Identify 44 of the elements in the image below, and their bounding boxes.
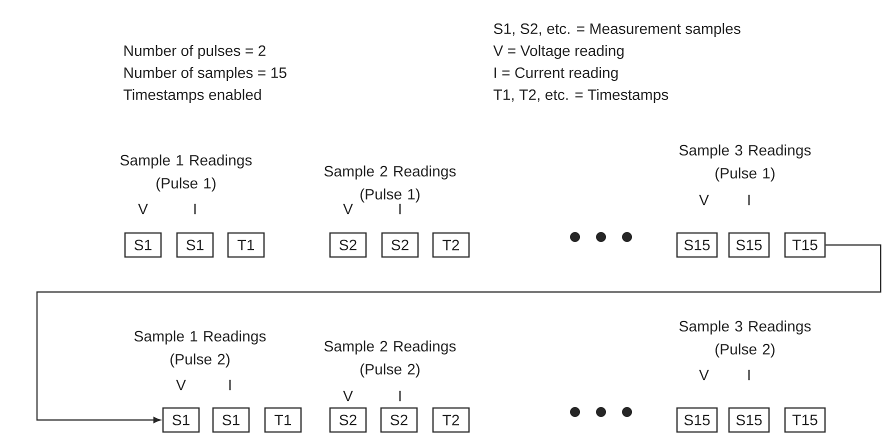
column-label: I — [399, 390, 401, 402]
column-label: I — [194, 204, 196, 214]
sample-box: S15 — [676, 232, 718, 258]
sample-box: T1 — [227, 232, 265, 258]
sample-box: S1 — [176, 232, 214, 258]
column-label: I — [229, 380, 231, 390]
sample-box: S15 — [728, 232, 770, 258]
legend-text: V = Voltage reading — [493, 45, 624, 59]
group-heading: Sample 1 Readings (Pulse 1) — [120, 154, 252, 192]
legend-text: Number of samples = 15 — [124, 67, 286, 81]
sample-box: S2 — [329, 232, 367, 258]
column-label: V — [343, 204, 353, 214]
group-heading: Sample 3 Readings (Pulse 1) — [679, 144, 811, 182]
sample-box: S1 — [212, 407, 250, 433]
legend-text: Timestamps enabled — [124, 89, 261, 103]
sample-box: S2 — [380, 407, 418, 433]
column-label: V — [138, 204, 148, 214]
sample-box: S2 — [329, 407, 367, 433]
column-label: V — [699, 194, 709, 206]
column-label: V — [343, 390, 353, 402]
legend-text: I = Current reading — [494, 67, 618, 81]
sample-box: S15 — [676, 407, 718, 433]
column-label: V — [176, 380, 186, 390]
sample-box: T15 — [784, 232, 826, 258]
sample-box: T1 — [264, 407, 302, 433]
column-label: V — [699, 370, 709, 380]
sample-box: S1 — [162, 407, 200, 433]
sample-box: T2 — [432, 232, 470, 258]
sample-box: S2 — [381, 232, 419, 258]
sample-box: S15 — [728, 407, 770, 433]
column-label: I — [748, 370, 750, 380]
group-heading: Sample 3 Readings (Pulse 2) — [679, 320, 811, 358]
legend-text: S1, S2, etc. = Measurement samples — [494, 23, 740, 37]
column-label: I — [399, 204, 401, 214]
arrow — [36, 244, 882, 424]
group-heading: Sample 2 Readings (Pulse 2) — [324, 340, 456, 378]
group-heading: Sample 2 Readings (Pulse 1) — [324, 166, 456, 202]
group-heading: Sample 1 Readings (Pulse 2) — [134, 330, 266, 368]
legend-text: T1, T2, etc. = Timestamps — [494, 89, 668, 103]
sample-box: S1 — [124, 232, 162, 258]
sample-box: T15 — [784, 407, 826, 433]
legend-text: Number of pulses = 2 — [124, 45, 266, 59]
sample-box: T2 — [432, 407, 470, 433]
column-label: I — [748, 194, 750, 206]
